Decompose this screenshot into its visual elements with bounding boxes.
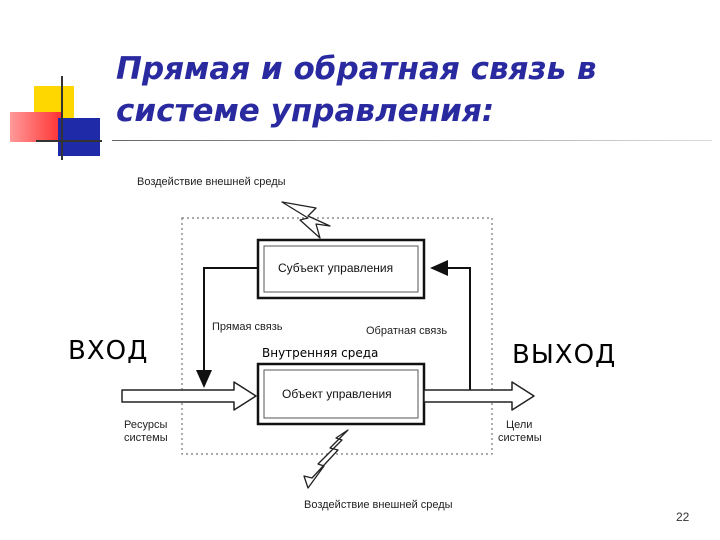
decor-vertical-line <box>61 76 63 160</box>
subject-box <box>256 238 426 300</box>
input-label: ВХОД <box>68 336 149 366</box>
slide-number: 22 <box>676 510 690 524</box>
object-box-label: Объект управления <box>282 387 392 401</box>
decor-blue-square <box>58 118 100 156</box>
output-arrow <box>423 381 535 411</box>
title-line-1: Прямая и обратная связь в <box>116 51 597 87</box>
output-label: ВЫХОД <box>512 340 617 370</box>
title-line-2: системе управления: <box>116 93 495 129</box>
title-underline <box>112 140 712 141</box>
object-box <box>256 362 426 426</box>
input-arrow <box>121 381 257 411</box>
resources-label-2: системы <box>124 432 168 444</box>
env-bottom-label: Воздействие внешней среды <box>304 499 453 511</box>
goals-label-1: Цели <box>506 419 532 431</box>
forward-link-arrow <box>196 267 258 388</box>
lightning-bottom-icon <box>303 429 349 489</box>
goals-label-2: системы <box>498 432 542 444</box>
object-box-inner <box>263 369 419 419</box>
decor-red-square <box>10 112 62 142</box>
decor-short-line <box>36 140 102 142</box>
lightning-top-icon <box>281 201 331 239</box>
forward-link-label: Прямая связь <box>212 321 283 333</box>
slide-title: Прямая и обратная связь в системе управл… <box>116 48 706 132</box>
inner-environment-label: Внутренняя среда <box>262 346 379 360</box>
resources-label-1: Ресурсы <box>124 419 167 431</box>
feedback-link-label: Обратная связь <box>366 325 447 337</box>
subject-box-inner <box>263 245 419 293</box>
system-boundary <box>181 217 493 455</box>
env-top-label: Воздействие внешней среды <box>137 176 286 188</box>
subject-box-label: Субъект управления <box>278 261 393 275</box>
